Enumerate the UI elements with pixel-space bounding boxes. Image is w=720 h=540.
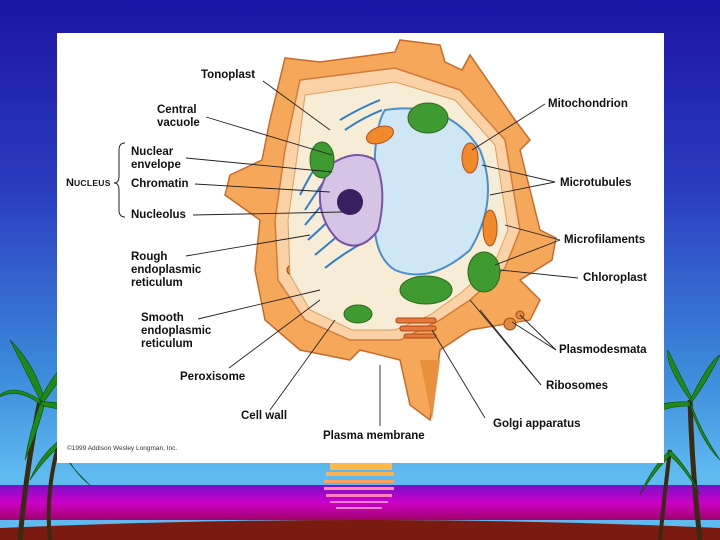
- golgi-apparatus: [395, 317, 437, 339]
- label-tonoplast: Tonoplast: [201, 69, 256, 81]
- nucleolus: [337, 189, 363, 215]
- label-microtubules: Microtubules: [560, 177, 632, 189]
- chloroplasts: [309, 102, 501, 324]
- label-ribosomes: Ribosomes: [546, 380, 608, 392]
- label-chromatin: Chromatin: [131, 178, 189, 190]
- label-plasma-membrane: Plasma membrane: [323, 430, 425, 442]
- label-rough-er: Rough endoplasmic reticulum: [131, 251, 202, 289]
- ground: [0, 520, 720, 540]
- palm-tree-right: [639, 349, 720, 540]
- nucleus-bracket: [113, 142, 126, 218]
- label-cell-wall: Cell wall: [241, 410, 288, 422]
- sunset-sun: [324, 462, 394, 509]
- label-golgi-apparatus: Golgi apparatus: [493, 418, 581, 430]
- nucleus-rest-letters: UCLEUS: [73, 178, 111, 188]
- label-chloroplast: Chloroplast: [583, 272, 647, 284]
- copyright-notice: ©1999 Addison Wesley Longman, Inc.: [67, 445, 178, 452]
- leader-lines: [185, 80, 579, 426]
- label-nuclear-envelope: Nuclear envelope: [131, 146, 181, 171]
- label-peroxisome: Peroxisome: [180, 371, 246, 383]
- label-plasmodesmata: Plasmodesmata: [559, 344, 647, 356]
- label-nucleus-group: NUCLEUS: [66, 177, 111, 189]
- label-microfilaments: Microfilaments: [564, 234, 646, 246]
- label-nucleolus: Nucleolus: [131, 209, 186, 221]
- mitochondria: [366, 125, 498, 247]
- nucleus-first-letter: N: [66, 177, 74, 189]
- label-central-vacuole: Central vacuole: [157, 104, 200, 129]
- label-smooth-er: Smooth endoplasmic reticulum: [141, 312, 212, 350]
- label-mitochondrion: Mitochondrion: [548, 98, 628, 110]
